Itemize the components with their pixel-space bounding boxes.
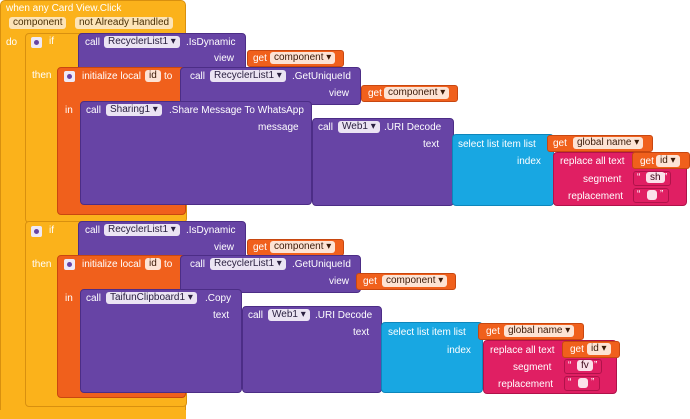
text-label: text xyxy=(423,139,440,150)
segment-label: segment xyxy=(583,174,622,185)
select-list-item-block-1[interactable] xyxy=(452,134,554,206)
select-list-item-label: select list item list xyxy=(388,327,466,338)
method-name-isdynamic: .IsDynamic xyxy=(186,225,236,236)
variable-dropdown-global-name[interactable]: global name ▾ xyxy=(504,325,575,337)
variable-dropdown-id[interactable]: id ▾ xyxy=(587,343,611,355)
get-label: get xyxy=(253,53,267,64)
call-label: call xyxy=(85,225,101,236)
initialize-local-label: initialize local xyxy=(82,71,141,82)
method-name-uri-decode: .URI Decode xyxy=(315,310,373,321)
method-name-share-whatsapp: .Share Message To WhatsApp xyxy=(169,105,304,116)
if-label-2: if xyxy=(49,225,54,236)
event-param-not-already-handled[interactable]: not Already Handled xyxy=(75,17,174,29)
in-label: in xyxy=(65,105,73,116)
variable-dropdown-id[interactable]: id ▾ xyxy=(656,155,680,167)
local-var-name-id[interactable]: id xyxy=(145,70,161,82)
view-label: view xyxy=(329,276,350,287)
variable-dropdown-global-name[interactable]: global name ▾ xyxy=(573,137,644,149)
then-label-2: then xyxy=(32,259,52,270)
quote-close: ” xyxy=(664,172,668,183)
text-label: text xyxy=(213,310,230,321)
in-label: in xyxy=(65,293,73,304)
initialize-local-label: initialize local xyxy=(82,259,141,270)
variable-dropdown-component[interactable]: component ▾ xyxy=(270,241,336,253)
component-dropdown-recyclerlist1[interactable]: RecyclerList1 ▾ xyxy=(210,70,286,82)
then-label-1: then xyxy=(32,70,52,81)
segment-text-value[interactable]: sh xyxy=(646,172,665,183)
replacement-text-value[interactable] xyxy=(647,190,657,200)
quote-close: ” xyxy=(591,377,595,388)
method-name-getuniqueid: .GetUniqueId xyxy=(292,259,351,270)
view-label: view xyxy=(214,53,235,64)
to-label: to xyxy=(164,71,173,82)
index-label: index xyxy=(447,345,471,356)
segment-label: segment xyxy=(513,362,552,373)
call-label: call xyxy=(318,122,334,133)
message-label: message xyxy=(258,122,299,133)
text-label: text xyxy=(353,327,370,338)
component-dropdown-sharing1[interactable]: Sharing1 ▾ xyxy=(106,104,162,116)
replacement-label: replacement xyxy=(498,379,554,390)
component-dropdown-taifunclipboard1[interactable]: TaifunClipboard1 ▾ xyxy=(106,292,197,304)
gear-icon[interactable] xyxy=(64,259,75,270)
uri-decode-block-1[interactable] xyxy=(312,118,454,206)
event-title: when any Card View.Click xyxy=(6,3,122,14)
variable-dropdown-component[interactable]: component ▾ xyxy=(382,275,448,287)
get-label: get xyxy=(486,326,500,337)
call-label: call xyxy=(85,37,101,48)
gear-icon[interactable] xyxy=(64,71,75,82)
variable-dropdown-component[interactable]: component ▾ xyxy=(270,52,336,64)
uri-decode-block-2[interactable] xyxy=(242,306,382,393)
gear-icon[interactable] xyxy=(31,37,42,48)
segment-text-value[interactable]: fv xyxy=(577,360,593,371)
quote-open: “ xyxy=(568,360,572,371)
replace-all-text-label: replace all text xyxy=(490,345,555,356)
gear-icon[interactable] xyxy=(31,226,42,237)
view-label: view xyxy=(329,88,350,99)
component-dropdown-web1[interactable]: Web1 ▾ xyxy=(338,121,380,133)
quote-open: “ xyxy=(637,189,641,200)
event-bottom-bar xyxy=(0,410,186,419)
component-dropdown-recyclerlist1[interactable]: RecyclerList1 ▾ xyxy=(104,224,180,236)
replacement-label: replacement xyxy=(568,191,624,202)
get-label: get xyxy=(640,156,654,167)
get-label: get xyxy=(553,138,567,149)
index-label: index xyxy=(517,156,541,167)
call-label: call xyxy=(86,105,102,116)
get-label: get xyxy=(570,344,584,355)
quote-close: ” xyxy=(660,189,664,200)
component-dropdown-web1[interactable]: Web1 ▾ xyxy=(268,309,310,321)
get-label: get xyxy=(253,242,267,253)
view-label: view xyxy=(214,242,235,253)
component-dropdown-recyclerlist1[interactable]: RecyclerList1 ▾ xyxy=(104,36,180,48)
quote-close: ” xyxy=(594,360,598,371)
call-label: call xyxy=(248,310,264,321)
method-name-getuniqueid: .GetUniqueId xyxy=(292,71,351,82)
if-label-1: if xyxy=(49,36,54,47)
get-label: get xyxy=(368,88,382,99)
method-name-isdynamic: .IsDynamic xyxy=(186,37,236,48)
quote-open: “ xyxy=(568,377,572,388)
method-name-copy: .Copy xyxy=(205,293,232,304)
select-list-item-block-2[interactable] xyxy=(381,322,483,393)
to-label: to xyxy=(164,259,173,270)
replacement-text-value[interactable] xyxy=(578,378,588,388)
event-param-component[interactable]: component xyxy=(9,17,67,29)
method-name-uri-decode: .URI Decode xyxy=(384,122,442,133)
replace-all-text-label: replace all text xyxy=(560,156,625,167)
local-var-name-id[interactable]: id xyxy=(145,258,161,270)
share-whatsapp-block[interactable] xyxy=(80,101,312,205)
quote-open: “ xyxy=(637,172,641,183)
call-label: call xyxy=(86,293,102,304)
clipboard-copy-block[interactable] xyxy=(80,289,242,393)
call-label: call xyxy=(190,71,206,82)
component-dropdown-recyclerlist1[interactable]: RecyclerList1 ▾ xyxy=(210,258,286,270)
get-label: get xyxy=(363,276,377,287)
variable-dropdown-component[interactable]: component ▾ xyxy=(384,87,450,99)
do-label: do xyxy=(6,37,18,48)
call-label: call xyxy=(190,259,206,270)
select-list-item-label: select list item list xyxy=(458,139,536,150)
